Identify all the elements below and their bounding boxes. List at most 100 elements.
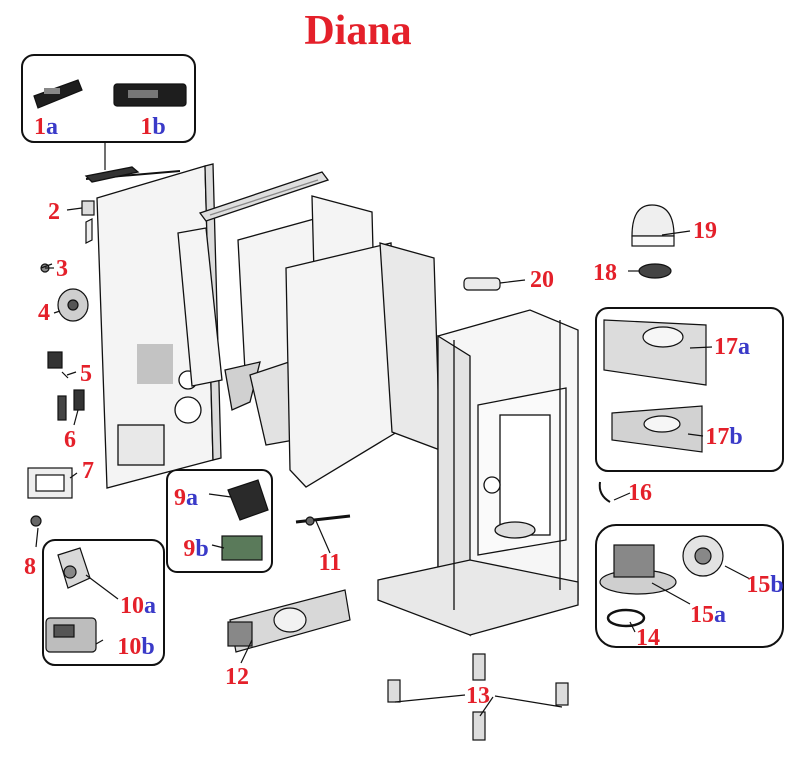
part-number: 7 xyxy=(82,458,94,484)
part-number: 17 xyxy=(705,424,729,450)
part-number: 13 xyxy=(466,683,490,709)
part-10b-gearmotor xyxy=(45,617,97,653)
part-label-1b: 1b xyxy=(140,114,165,140)
part-2-bracket xyxy=(81,200,95,244)
part-label-13: 13 xyxy=(466,683,490,709)
part-label-11: 11 xyxy=(319,550,342,576)
part-12-tangential-fan xyxy=(227,589,351,653)
part-number: 11 xyxy=(319,550,342,576)
part-number: 5 xyxy=(80,361,92,387)
part-number: 3 xyxy=(56,256,68,282)
callout-box-1 xyxy=(21,54,196,143)
callout-box-17 xyxy=(595,307,784,472)
part-9a-module xyxy=(227,479,269,521)
part-6-thermostat xyxy=(57,389,85,421)
part-number: 1 xyxy=(140,114,152,140)
top-grille xyxy=(198,171,330,222)
part-18-grate xyxy=(638,263,672,279)
part-20-remote xyxy=(463,277,501,291)
part-19-deflector xyxy=(631,204,675,247)
part-label-10a: 10a xyxy=(120,593,156,619)
part-17a-burn-pot xyxy=(603,319,707,386)
part-1a-display xyxy=(33,79,83,109)
part-1b-display xyxy=(113,83,187,107)
part-14-gasket xyxy=(606,608,646,628)
part-number: 2 xyxy=(48,199,60,225)
part-label-9a: 9a xyxy=(174,485,198,511)
part-number: 10 xyxy=(117,634,141,660)
part-label-9b: 9b xyxy=(183,536,208,562)
part-number: 6 xyxy=(64,427,76,453)
part-label-4: 4 xyxy=(38,300,50,326)
part-label-7: 7 xyxy=(82,458,94,484)
callout-boxes xyxy=(21,54,784,666)
part-label-18: 18 xyxy=(593,260,617,286)
part-variant-letter: b xyxy=(141,634,154,660)
diagram-title: Diana xyxy=(304,8,411,54)
part-number: 12 xyxy=(225,664,249,690)
part-number: 20 xyxy=(530,267,554,293)
part-number: 17 xyxy=(714,334,738,360)
part-16-cable xyxy=(598,481,611,503)
part-variant-letter: b xyxy=(770,572,783,598)
callout-box-15 xyxy=(595,524,784,648)
part-label-14: 14 xyxy=(636,625,660,651)
leader-lines xyxy=(35,143,751,717)
part-number: 4 xyxy=(38,300,50,326)
part-label-17a: 17a xyxy=(714,334,750,360)
part-17b-burn-pot xyxy=(611,405,703,453)
part-label-3: 3 xyxy=(56,256,68,282)
stove-chassis xyxy=(377,309,579,637)
part-number: 16 xyxy=(628,480,652,506)
part-label-5: 5 xyxy=(80,361,92,387)
part-variant-letter: a xyxy=(714,602,726,628)
part-number: 14 xyxy=(636,625,660,651)
part-number: 8 xyxy=(24,554,36,580)
part-number: 1 xyxy=(34,114,46,140)
part-10a-motor xyxy=(57,547,91,589)
part-variant-letter: a xyxy=(46,114,58,140)
part-number: 10 xyxy=(120,593,144,619)
part-number: 9 xyxy=(183,536,195,562)
part-variant-letter: b xyxy=(195,536,208,562)
part-label-17b: 17b xyxy=(705,424,742,450)
part-number: 9 xyxy=(174,485,186,511)
part-7-plate xyxy=(27,467,73,499)
part-15b-motor xyxy=(682,535,724,577)
part-label-6: 6 xyxy=(64,427,76,453)
part-number: 18 xyxy=(593,260,617,286)
part-label-20: 20 xyxy=(530,267,554,293)
part-variant-letter: a xyxy=(186,485,198,511)
part-4-pressure-switch xyxy=(57,288,89,322)
part-label-19: 19 xyxy=(693,218,717,244)
part-label-16: 16 xyxy=(628,480,652,506)
part-label-12: 12 xyxy=(225,664,249,690)
stove-assembly xyxy=(84,163,579,637)
part-number: 15 xyxy=(746,572,770,598)
part-variant-letter: a xyxy=(738,334,750,360)
part-13-feet xyxy=(387,653,569,741)
part-label-15a: 15a xyxy=(690,602,726,628)
part-label-10b: 10b xyxy=(117,634,154,660)
part-variant-letter: b xyxy=(152,114,165,140)
part-label-15b: 15b xyxy=(746,572,783,598)
part-5-socket xyxy=(47,351,69,379)
control-panel-housing xyxy=(84,166,140,183)
part-variant-letter: b xyxy=(729,424,742,450)
part-variant-letter: a xyxy=(144,593,156,619)
part-8-knob xyxy=(30,515,42,527)
part-number: 15 xyxy=(690,602,714,628)
part-15a-extractor xyxy=(599,544,677,595)
part-number: 19 xyxy=(693,218,717,244)
part-label-1a: 1a xyxy=(34,114,58,140)
front-side-panel xyxy=(285,242,441,488)
part-label-2: 2 xyxy=(48,199,60,225)
part-label-8: 8 xyxy=(24,554,36,580)
callout-box-10 xyxy=(42,539,165,666)
part-9b-board xyxy=(221,535,263,561)
part-11-igniter xyxy=(295,514,351,526)
callout-box-9 xyxy=(166,469,273,573)
parts xyxy=(27,79,724,741)
